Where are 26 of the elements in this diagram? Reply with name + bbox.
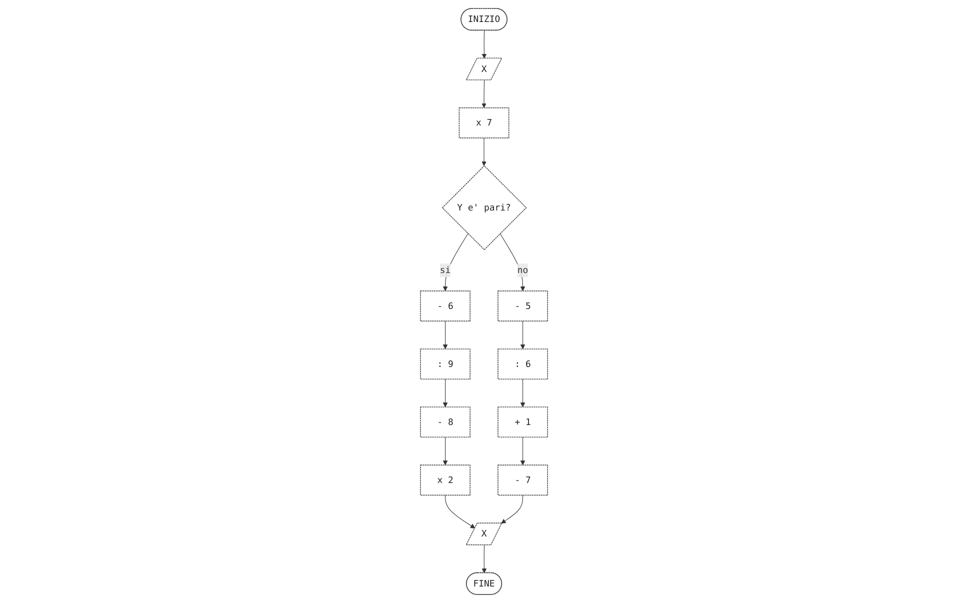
arrow <box>520 320 526 349</box>
arrow <box>482 30 487 58</box>
arrow <box>482 137 486 166</box>
node-box: - 5 <box>498 290 548 322</box>
arrow <box>520 436 526 465</box>
edge-label: no <box>517 264 528 275</box>
arrow <box>501 494 524 524</box>
node-box: x 7 <box>458 106 510 138</box>
arrow <box>520 378 526 407</box>
arrow <box>442 320 448 349</box>
arrow <box>482 544 487 573</box>
arrow <box>442 378 448 407</box>
edge-label: si <box>440 264 451 275</box>
node-box: - 8 <box>420 406 470 438</box>
node-box: x 2 <box>420 464 470 496</box>
arrow <box>482 79 486 108</box>
node-box: - 6 <box>420 290 470 322</box>
arrow <box>500 232 526 291</box>
arrow <box>442 232 468 291</box>
node-box: : 9 <box>420 348 470 380</box>
node-box: - 7 <box>498 464 548 496</box>
node-diamond: Y e' pari? <box>442 164 527 250</box>
node-box: : 6 <box>498 348 548 380</box>
node-box: + 1 <box>498 406 548 438</box>
arrow <box>442 436 448 465</box>
arrow <box>444 494 476 528</box>
